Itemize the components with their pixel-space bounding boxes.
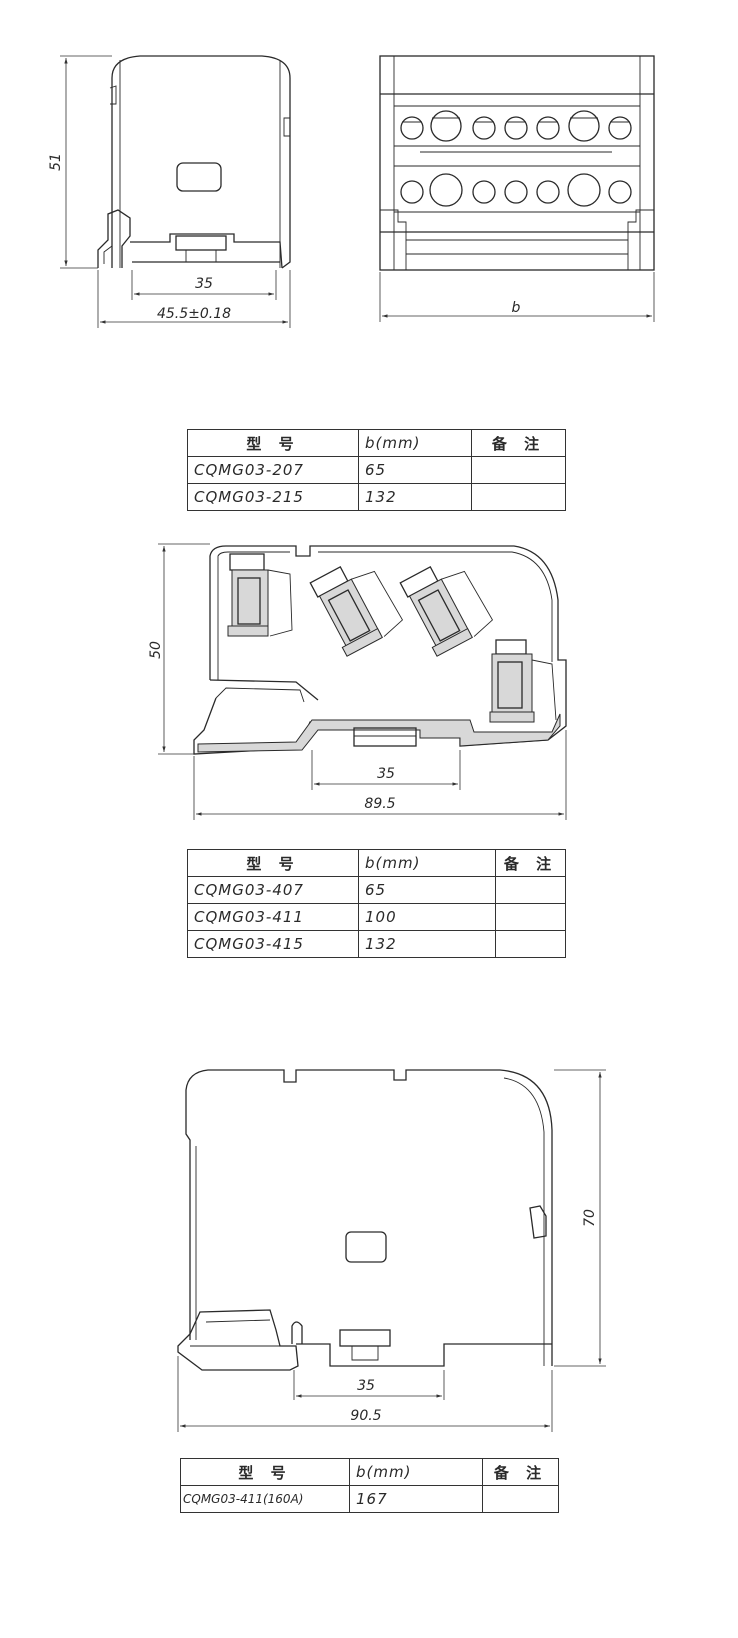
view1-dimensions [60,55,291,328]
cell-model: CQMG03-207 [187,456,359,484]
spec-table-2: 型 号 b(mm) 备 注 CQMG03-407 65 CQMG03-411 1… [187,849,566,958]
view1-side-profile [97,55,291,269]
cell-note [471,483,566,511]
view1-height-label: 51 [48,153,64,171]
cell-b: 132 [358,483,472,511]
cell-model: CQMG03-407 [187,876,359,904]
cell-model: CQMG03-411 [187,903,359,931]
header-model: 型 号 [187,849,359,877]
spec-table-3: 型 号 b(mm) 备 注 CQMG03-411(160A) 167 [180,1458,559,1513]
view2-dimensions [158,543,567,820]
header-note: 备 注 [482,1458,559,1486]
header-b: b(mm) [358,849,496,877]
view2-height-label: 50 [148,641,164,659]
cell-b: 100 [358,903,496,931]
view3-dimensions [177,1069,606,1432]
cell-model: CQMG03-215 [187,483,359,511]
view1-b-label: b [512,300,521,316]
header-model: 型 号 [187,429,359,457]
cell-b: 132 [358,930,496,958]
view3-side-profile [177,1069,553,1371]
cell-model: CQMG03-411(160A) [180,1485,350,1513]
view3-height-label: 70 [582,1209,598,1227]
cell-note [495,876,566,904]
cell-b: 167 [349,1485,483,1513]
view1-front-profile [379,55,655,271]
view2-section-profile [193,545,567,755]
table-header-row: 型 号 b(mm) 备 注 [187,429,566,457]
view3-width-label: 90.5 [350,1408,381,1424]
table-row: CQMG03-415 132 [187,930,566,958]
header-b: b(mm) [358,429,472,457]
table-header-row: 型 号 b(mm) 备 注 [180,1458,559,1486]
view3-rail-label: 35 [357,1378,375,1394]
view1-front-dimensions [379,272,655,322]
cell-model: CQMG03-415 [187,930,359,958]
table-header-row: 型 号 b(mm) 备 注 [187,849,566,877]
table-row: CQMG03-207 65 [187,456,566,484]
view2-width-label: 89.5 [364,796,395,812]
table-row: CQMG03-215 132 [187,483,566,511]
cell-b: 65 [358,876,496,904]
table-row: CQMG03-407 65 [187,876,566,904]
spec-table-1: 型 号 b(mm) 备 注 CQMG03-207 65 CQMG03-215 1… [187,429,566,511]
view1-width-label: 45.5±0.18 [157,306,231,322]
cell-note [495,930,566,958]
cell-note [482,1485,559,1513]
table-row: CQMG03-411(160A) 167 [180,1485,559,1513]
header-model: 型 号 [180,1458,350,1486]
view2-rail-label: 35 [377,766,395,782]
table-row: CQMG03-411 100 [187,903,566,931]
header-note: 备 注 [495,849,566,877]
header-b: b(mm) [349,1458,483,1486]
cell-b: 65 [358,456,472,484]
cell-note [495,903,566,931]
header-note: 备 注 [471,429,566,457]
view1-rail-label: 35 [195,276,213,292]
cell-note [471,456,566,484]
